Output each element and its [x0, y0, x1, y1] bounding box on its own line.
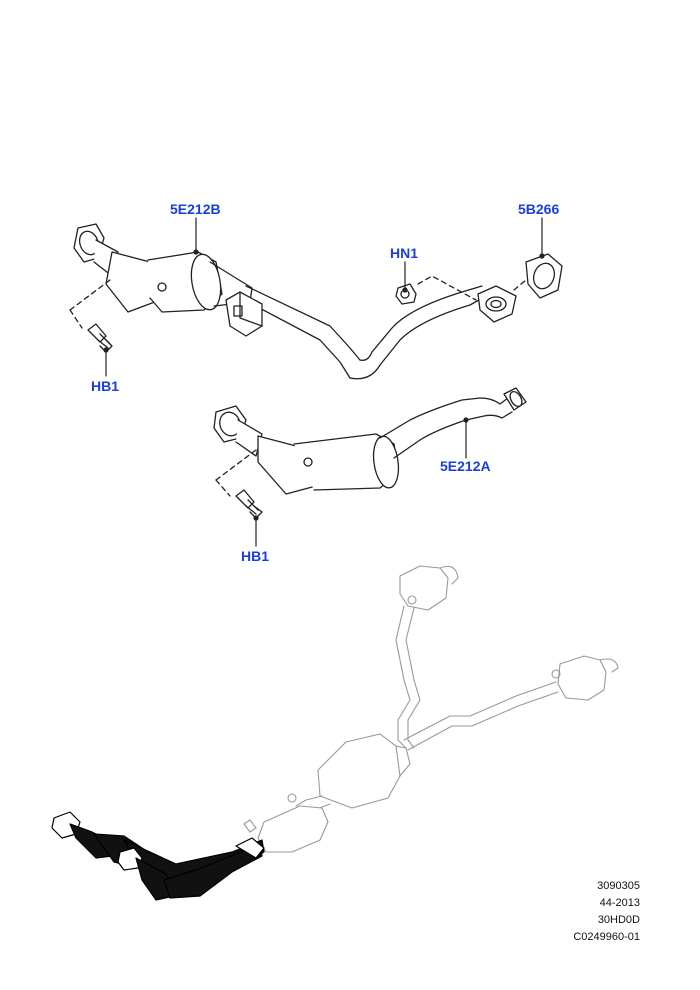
label-5b266[interactable]: 5B266	[518, 201, 560, 217]
ref-line-1: 3090305	[597, 880, 640, 892]
catalyst-5e212a[interactable]	[213, 387, 527, 495]
label-hn1[interactable]: HN1	[390, 245, 419, 261]
exhaust-system-overview	[243, 565, 619, 853]
bolt-top-dash-line	[69, 279, 111, 311]
leader-lines	[103, 217, 545, 547]
highlighted-catalyst-assembly[interactable]	[51, 811, 265, 901]
label-hb1-top[interactable]: HB1	[91, 378, 120, 394]
catalyst-5e212b[interactable]	[73, 223, 517, 380]
label-hb1-bottom[interactable]: HB1	[241, 548, 270, 564]
ref-line-3: 30HD0D	[597, 914, 640, 926]
gasket-5b266[interactable]	[525, 253, 563, 299]
gasket-dash-line	[513, 279, 527, 291]
ref-line-4: C0249960-01	[573, 931, 640, 943]
bolt-bottom-dash-line	[215, 449, 257, 481]
bolt-hb1-top[interactable]	[87, 323, 113, 353]
label-5e212a[interactable]: 5E212A	[440, 458, 491, 474]
label-5e212b[interactable]: 5E212B	[170, 201, 221, 217]
reference-codes: 3090305 44-2013 30HD0D C0249960-01	[560, 878, 640, 946]
nut-dash-line	[417, 275, 477, 301]
bolt-hb1-bottom[interactable]	[235, 489, 263, 519]
ref-line-2: 44-2013	[599, 897, 640, 909]
nut-hn1[interactable]	[395, 283, 417, 305]
